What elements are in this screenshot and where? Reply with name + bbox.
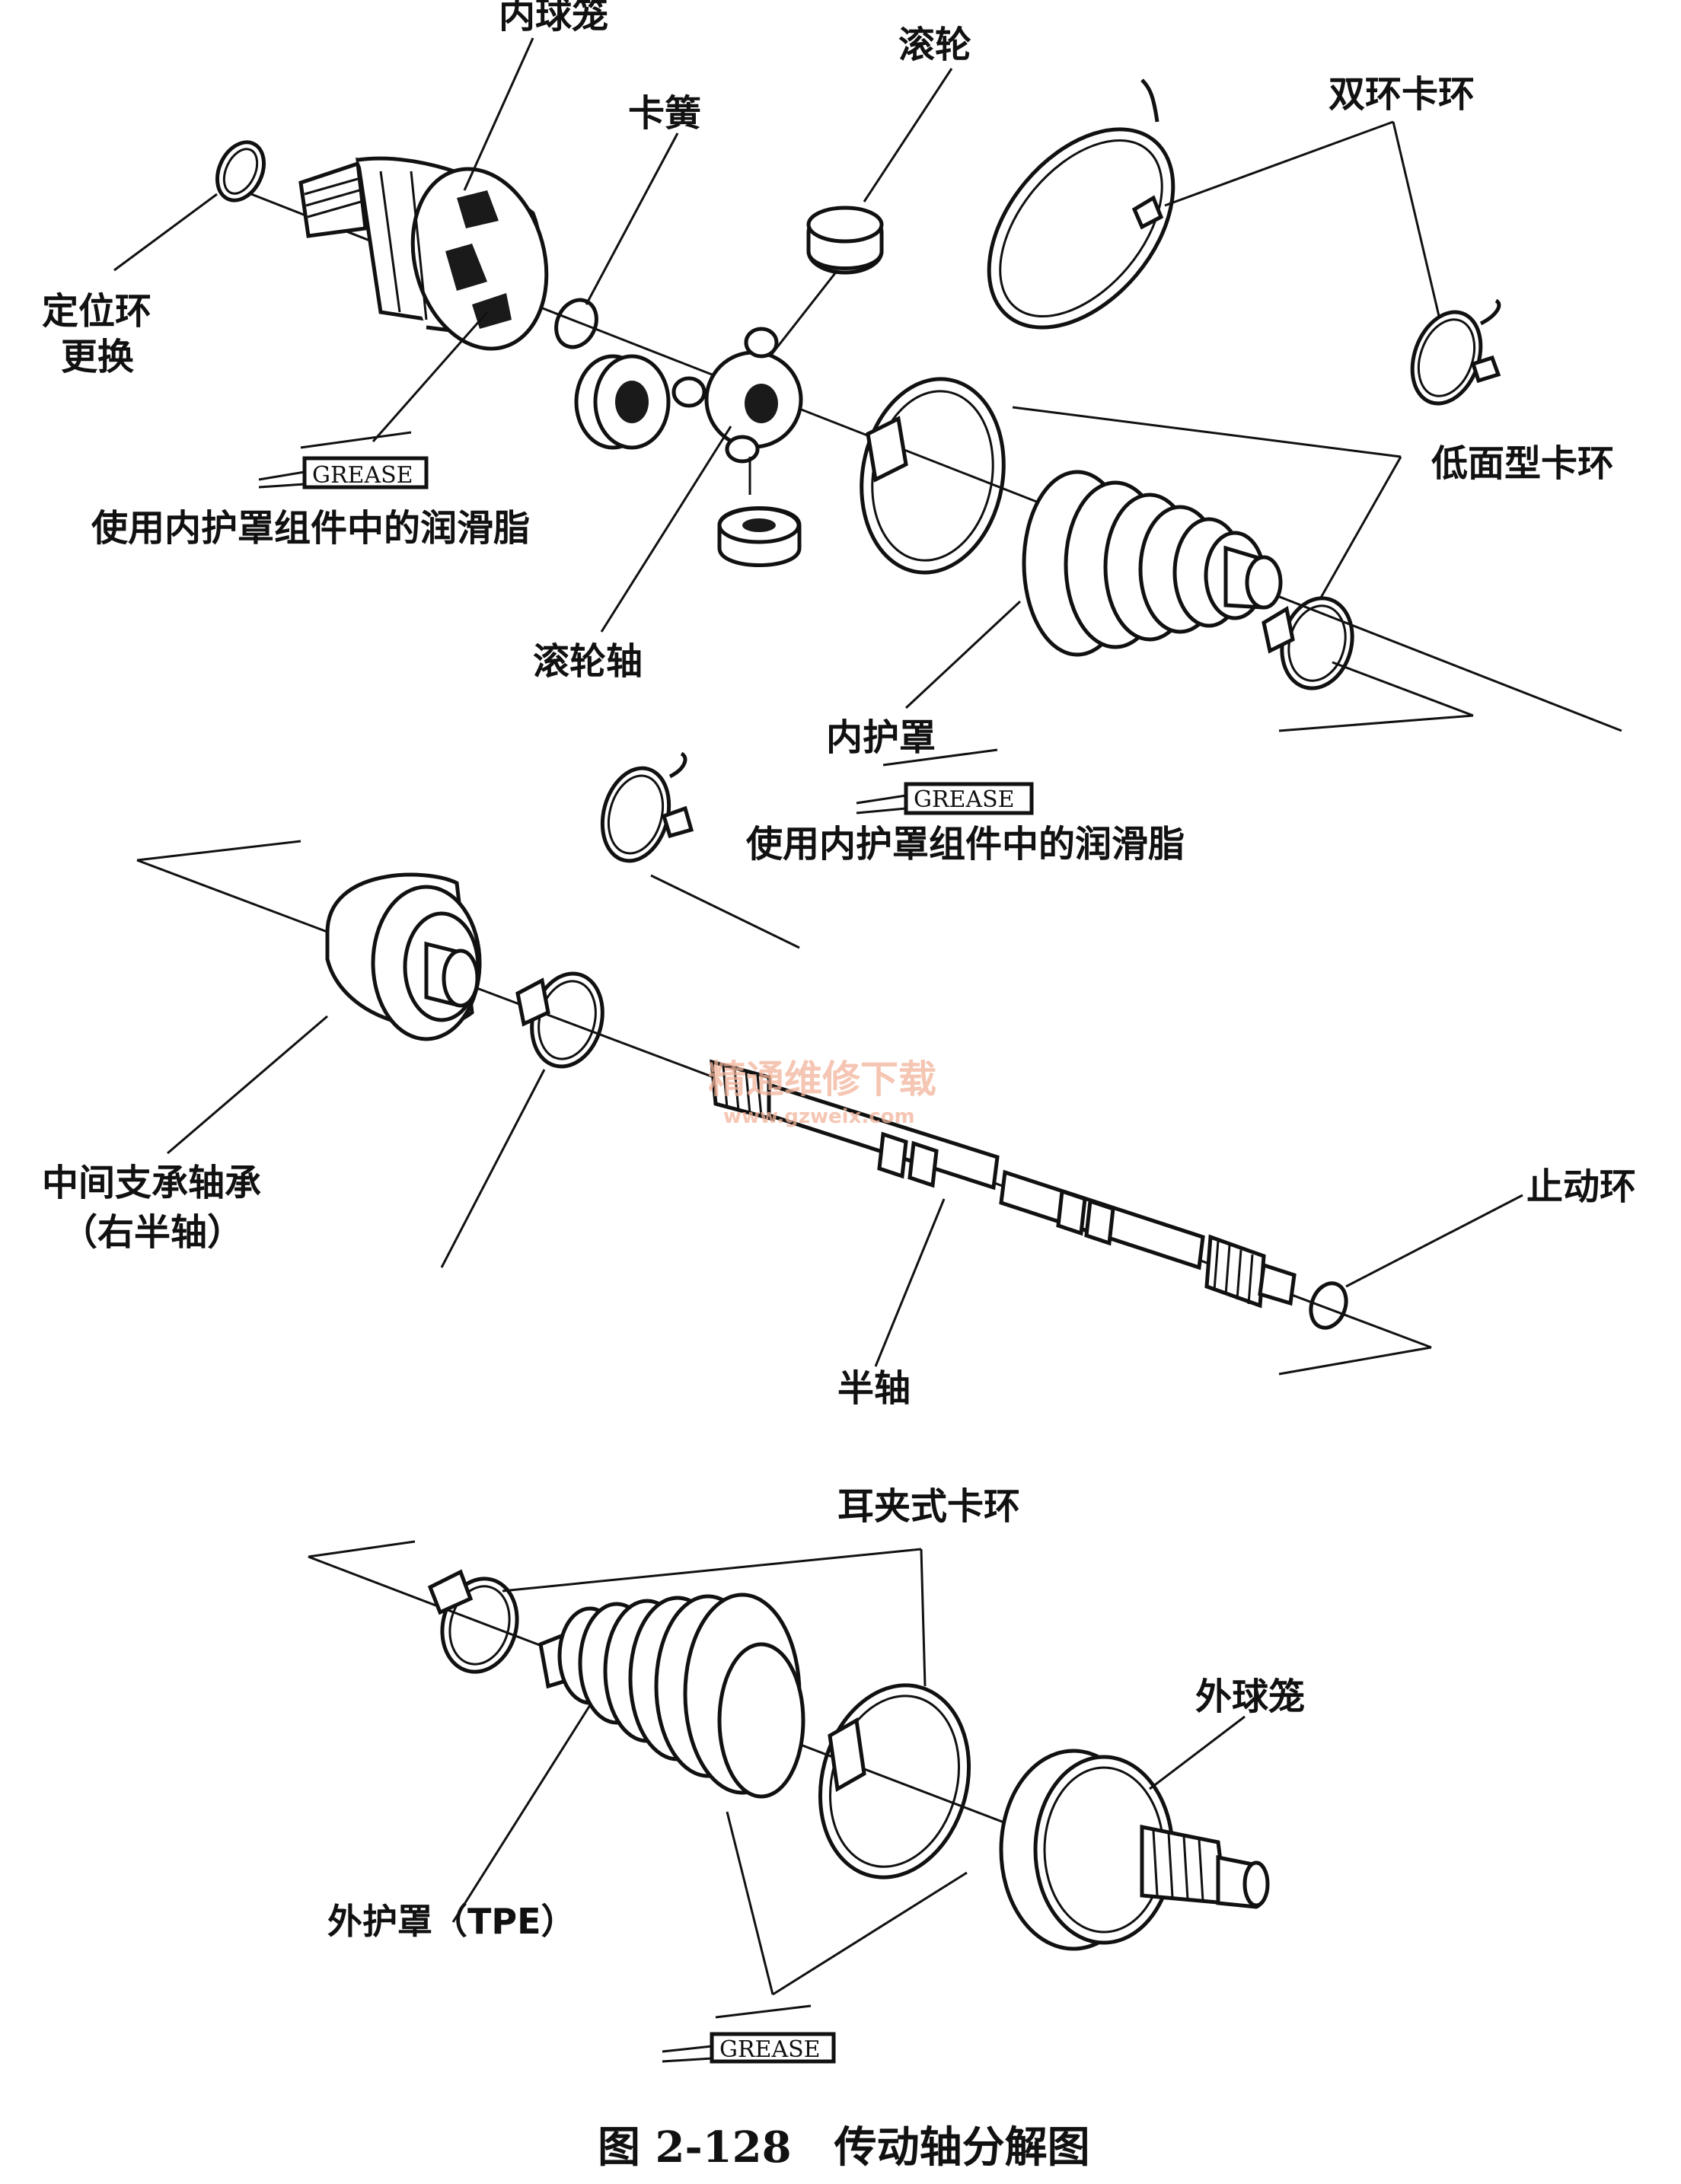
label-stop-ring: 止动环 [1526,1165,1636,1208]
low-profile-clamp-middle [515,971,604,1069]
center-support-bearing [325,872,482,1041]
grease-tag-1: GREASE [312,462,413,489]
label-double-ring-clamp-top: 双环卡环 [1329,73,1475,116]
ear-clamp-small [427,1569,519,1674]
roller-bottom [717,506,802,567]
watermark-text: 精通维修下载 [708,1057,936,1102]
leader-lines-top [113,37,1440,709]
bracket-lines-top [1278,661,1474,732]
figure-caption: 图 2-128 传动轴分解图 [598,2122,1090,2173]
label-low-profile-clamp-top: 低面型卡环 [1431,442,1614,485]
label-circlip: 卡簧 [628,92,701,135]
label-roller-shaft: 滚轮轴 [533,640,643,683]
label-ear-clamp: 耳夹式卡环 [837,1485,1020,1528]
watermark-url: www.gzweix.com [723,1105,915,1128]
label-grease-note-2: 使用内护罩组件中的润滑脂 [746,823,1185,866]
bracket-line-bottom [308,1540,416,1558]
low-profile-clamp-small [1262,596,1354,690]
double-ring-clamp-large [987,78,1175,330]
half-shaft [710,1059,1297,1309]
label-locating-ring: 定位环 [42,290,152,333]
grease-tag-3: GREASE [719,2036,821,2063]
label-outer-boot: 外护罩（TPE） [327,1901,576,1942]
label-center-bearing: 中间支承轴承 [42,1162,261,1204]
locating-ring [215,140,266,202]
label-locating-ring-replace: 更换 [61,336,134,378]
grease-tag-2: GREASE [914,786,1015,813]
leader-lines-middle [167,874,1523,1367]
stop-ring [1309,1281,1348,1330]
inner-cage-housing [298,156,549,351]
ear-clamp-large [818,1683,971,1880]
label-outer-cage: 外球笼 [1195,1675,1305,1718]
label-inner-boot: 内护罩 [826,716,936,759]
double-ring-clamp-middle [600,751,694,863]
bracket-lines-middle [136,840,1432,1376]
double-ring-clamp-small [1410,298,1501,406]
circlip [554,298,598,349]
roller-bearing-left [574,354,671,450]
label-center-bearing-right: （右半轴） [61,1211,244,1254]
inner-boot [1022,470,1283,657]
roller-top [767,206,884,359]
grease-tube-icon: GREASE [258,431,429,489]
label-half-shaft: 半轴 [837,1367,911,1410]
outer-cage [999,1749,1270,1951]
label-roller: 滚轮 [898,24,971,66]
leader-lines-bottom [451,1548,1246,1996]
outer-boot [538,1593,805,1799]
label-grease-note-1: 使用内护罩组件中的润滑脂 [91,507,530,550]
low-profile-clamp-large [860,377,1006,575]
tripod-spider [671,327,803,495]
label-inner-cage: 内球笼 [499,0,608,37]
grease-tube-icon: GREASE [856,748,1034,815]
grease-tube-icon: GREASE [662,2004,836,2064]
